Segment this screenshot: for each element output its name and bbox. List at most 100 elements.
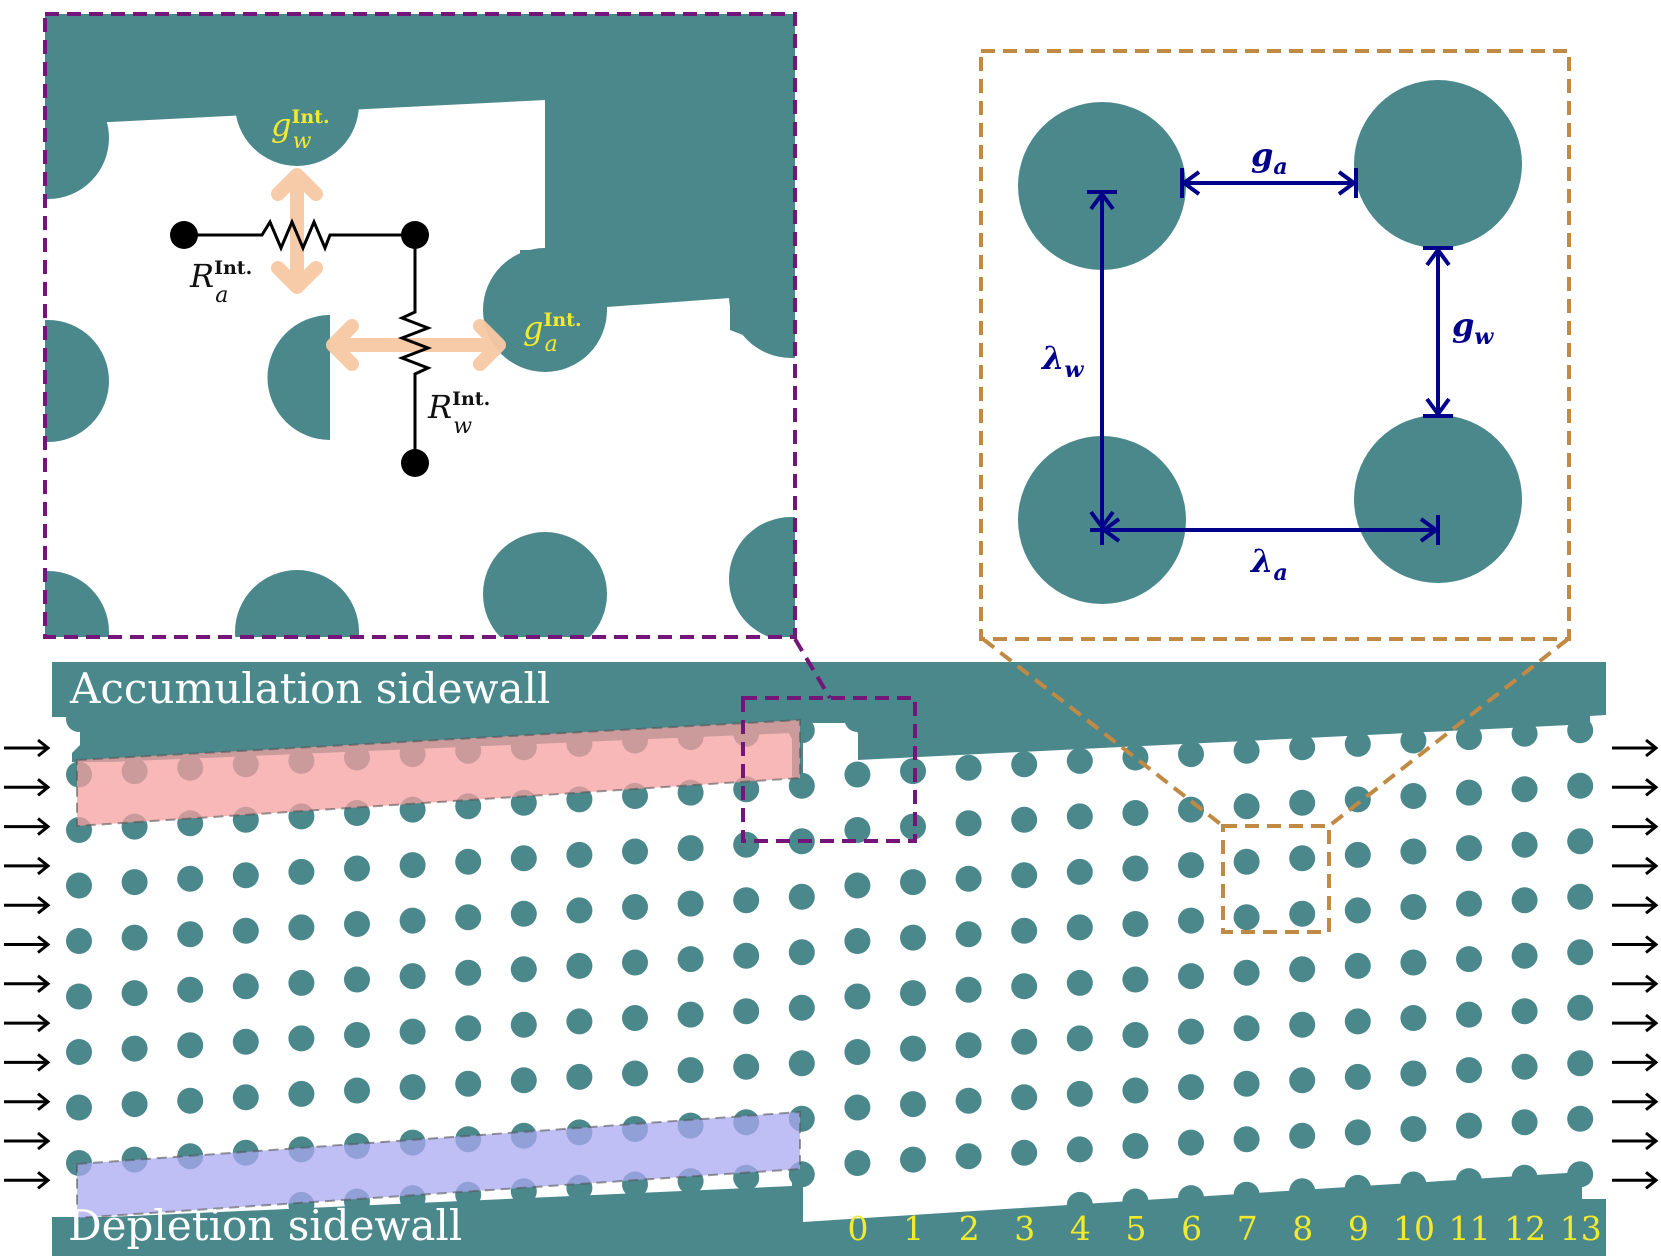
post [677, 946, 704, 973]
post [510, 956, 537, 983]
column-label: 4 [1070, 1209, 1091, 1248]
post [288, 858, 315, 885]
post [1178, 741, 1204, 768]
post [1178, 1074, 1204, 1101]
post [1344, 1119, 1371, 1146]
post [1233, 904, 1260, 931]
post [1178, 1129, 1204, 1156]
post [1456, 946, 1482, 973]
flow-arrow [4, 738, 51, 758]
post [955, 810, 982, 837]
accumulation-band [76, 718, 801, 828]
post [1011, 973, 1038, 1000]
connector-right-a [981, 637, 1225, 828]
post [844, 872, 871, 899]
flow-arrow [4, 1131, 51, 1151]
post [232, 1084, 259, 1111]
post [1567, 994, 1594, 1021]
post [1400, 1060, 1427, 1087]
depletion-sidewall-label: Depletion sidewall [68, 1201, 462, 1250]
post [900, 1091, 926, 1118]
post [1567, 939, 1594, 966]
post [1233, 1126, 1260, 1153]
column-label: 2 [959, 1209, 980, 1248]
post [288, 914, 315, 941]
g-a-label: ga [1251, 136, 1288, 180]
depletion-sidewall [52, 1170, 1606, 1256]
inset-left-post [235, 42, 359, 166]
post [455, 904, 482, 931]
post [622, 838, 648, 865]
post [177, 976, 204, 1003]
flow-arrow [1612, 896, 1659, 915]
post [1122, 966, 1149, 993]
flow-arrow [4, 896, 51, 915]
post [232, 1028, 259, 1055]
post [733, 831, 760, 858]
post [177, 921, 204, 948]
column-label: 5 [1126, 1209, 1147, 1248]
inset-left-post [729, 234, 795, 358]
post [1066, 1080, 1093, 1107]
column-label: 12 [1504, 1209, 1546, 1248]
zoom-box-right [1221, 824, 1331, 934]
post [121, 869, 148, 896]
post [344, 855, 370, 882]
post [844, 1094, 871, 1121]
post [622, 1060, 648, 1087]
lambda-a-label: λa [1249, 542, 1288, 586]
post [955, 976, 982, 1003]
post [1011, 751, 1038, 778]
gap-w-label: gInt.w [271, 106, 330, 154]
post [955, 1032, 982, 1059]
post [900, 1146, 926, 1173]
post [121, 980, 148, 1007]
post [733, 887, 760, 914]
post [900, 980, 926, 1007]
post [177, 865, 204, 892]
post [1400, 838, 1427, 865]
post [1233, 793, 1260, 820]
post [955, 1087, 982, 1114]
post [177, 1087, 204, 1114]
post [955, 921, 982, 948]
inset-right-post [1354, 415, 1522, 583]
post [622, 1005, 648, 1031]
post [1178, 796, 1204, 823]
post [1400, 783, 1427, 809]
resistor-a [185, 218, 415, 253]
post [121, 924, 148, 951]
post [566, 952, 593, 979]
post [1011, 1084, 1038, 1111]
connector-right-b [1327, 637, 1570, 828]
inset-left-post [483, 532, 607, 637]
post [1511, 998, 1538, 1025]
inset-right-post [1018, 102, 1186, 270]
post [1344, 952, 1371, 979]
post [566, 841, 593, 868]
inset-left-post-cut [267, 315, 330, 440]
inset-left-post [235, 570, 359, 637]
post [66, 928, 92, 954]
post [288, 1080, 315, 1107]
post [1344, 897, 1371, 924]
post [1122, 1022, 1149, 1048]
post [844, 817, 871, 843]
post [1178, 963, 1204, 990]
post [844, 983, 871, 1010]
post [788, 1050, 815, 1077]
flow-arrow [4, 1053, 51, 1072]
post [1011, 917, 1038, 944]
post [344, 1022, 370, 1048]
post [788, 883, 815, 910]
inset-right-post [1354, 80, 1522, 248]
column-label: 6 [1181, 1209, 1202, 1248]
post [1122, 911, 1149, 937]
post [1289, 1011, 1316, 1038]
post [1456, 1112, 1482, 1139]
post [1011, 1028, 1038, 1055]
post [1289, 789, 1316, 816]
post [1289, 1122, 1316, 1149]
flow-arrow [1612, 1053, 1659, 1072]
